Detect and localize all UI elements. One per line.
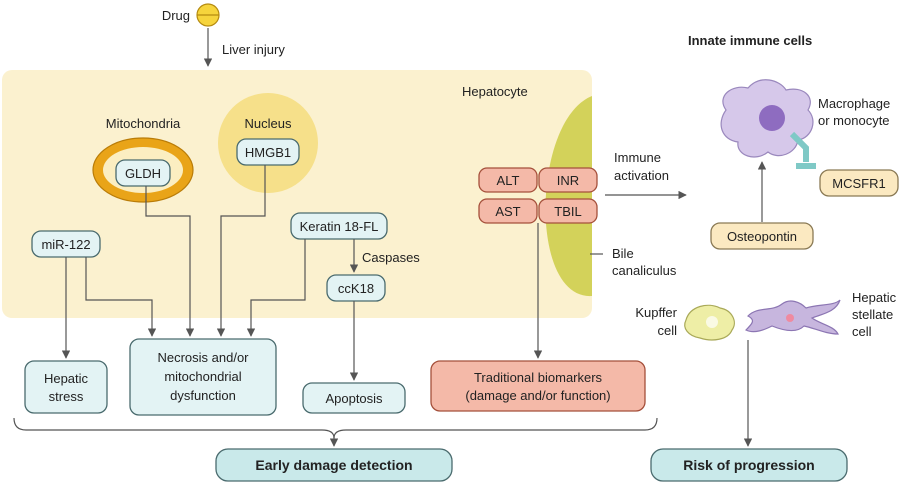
necrosis-line2: mitochondrial <box>164 369 241 384</box>
hepatocyte-label: Hepatocyte <box>462 84 528 99</box>
stellate-cell-icon <box>744 299 841 335</box>
bile-canaliculus-shape <box>545 96 592 297</box>
apoptosis-box <box>302 382 406 414</box>
caspases-label: Caspases <box>362 250 420 265</box>
mir122-label: miR-122 <box>41 237 90 252</box>
apoptosis-label: Apoptosis <box>325 391 383 406</box>
ast-box <box>478 198 538 224</box>
drug-pill-icon <box>196 3 220 27</box>
alt-label: ALT <box>497 173 520 188</box>
stellate-label-line1: Hepatic <box>852 290 897 305</box>
cck18-box <box>326 274 386 302</box>
risk-label: Risk of progression <box>683 457 814 473</box>
kupffer-label-line1: Kupffer <box>635 305 677 320</box>
osteopontin-label: Osteopontin <box>727 229 797 244</box>
hepatic-stress-line1: Hepatic <box>44 371 89 386</box>
bile-label-line1: Bile <box>612 246 634 261</box>
stellate-label-line3: cell <box>852 324 872 339</box>
tbil-label: TBIL <box>554 204 581 219</box>
keratin-label: Keratin 18-FL <box>300 219 379 234</box>
drug-label: Drug <box>162 8 190 23</box>
risk-box <box>650 448 848 482</box>
keratin-to-necrosis-arrow <box>246 239 306 337</box>
osteopontin-box <box>710 222 814 250</box>
inr-label: INR <box>557 173 579 188</box>
mir122-to-necrosis-arrow <box>85 257 157 337</box>
macrophage-label-line1: Macrophage <box>818 96 890 111</box>
necrosis-line3: dysfunction <box>170 388 236 403</box>
mcsfr1-box <box>819 169 899 197</box>
hmgb1-to-necrosis-arrow <box>216 165 266 337</box>
gldh-box <box>115 159 171 187</box>
immune-activation-line1: Immune <box>614 150 661 165</box>
necrosis-line1: Necrosis and/or <box>157 350 249 365</box>
mcsfr1-label: MCSFR1 <box>832 176 885 191</box>
immune-activation-line2: activation <box>614 168 669 183</box>
traditional-biomarkers-box <box>430 360 646 412</box>
liver-injury-label: Liver injury <box>222 42 285 57</box>
hepatic-stress-line2: stress <box>49 389 84 404</box>
kupffer-label-line2: cell <box>657 323 677 338</box>
gldh-label: GLDH <box>125 166 161 181</box>
hmgb1-label: HMGB1 <box>245 145 291 160</box>
keratin-box <box>290 212 388 240</box>
kupffer-cell-icon <box>684 304 735 341</box>
immune-title: Innate immune cells <box>688 33 812 48</box>
inr-box <box>538 167 598 193</box>
mcsfr1-receptor-icon <box>789 131 816 169</box>
tbil-box <box>538 198 598 224</box>
hepatocyte-cell <box>2 70 592 318</box>
traditional-line2: (damage and/or function) <box>465 388 610 403</box>
alt-box <box>478 167 538 193</box>
stellate-label-line2: stellate <box>852 307 893 322</box>
early-detection-label: Early damage detection <box>255 457 412 473</box>
mitochondria-label: Mitochondria <box>106 116 181 131</box>
ast-label: AST <box>495 204 520 219</box>
early-detection-box <box>215 448 453 482</box>
necrosis-box <box>129 338 277 416</box>
gldh-to-necrosis-arrow <box>145 186 195 337</box>
nucleus-label: Nucleus <box>245 116 292 131</box>
hmgb1-box <box>236 138 300 166</box>
traditional-line1: Traditional biomarkers <box>474 370 603 385</box>
hepatic-stress-box <box>24 360 108 414</box>
cck18-label: ccK18 <box>338 281 374 296</box>
macrophage-icon <box>720 79 814 158</box>
early-detection-bracket <box>13 417 658 439</box>
macrophage-label-line2: or monocyte <box>818 113 890 128</box>
bile-label-line2: canaliculus <box>612 263 677 278</box>
